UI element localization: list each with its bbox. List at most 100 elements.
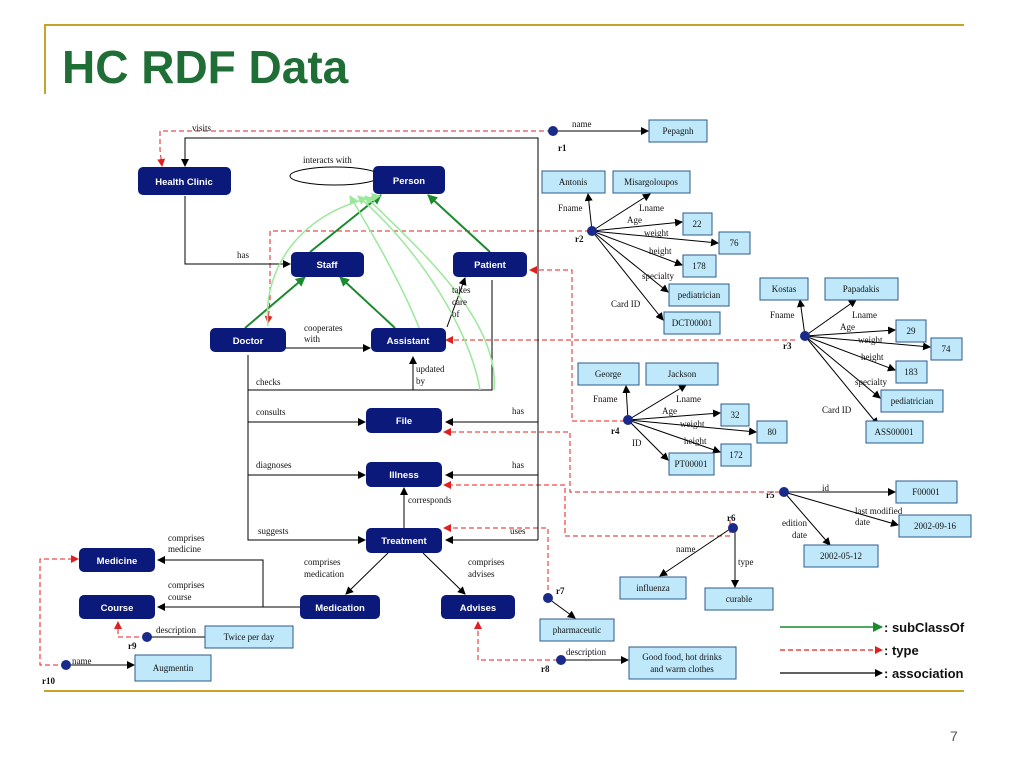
edge-comprises-advises xyxy=(422,552,466,595)
literal-r2-specialty xyxy=(668,283,730,307)
class-doctor[interactable]: Doctor xyxy=(210,328,286,352)
type-edges xyxy=(39,130,795,666)
label-file-has: has xyxy=(512,406,524,416)
svg-text:id: id xyxy=(822,483,830,493)
svg-text:pediatrician: pediatrician xyxy=(678,290,721,300)
literal-r3-age xyxy=(895,319,927,343)
association-edges xyxy=(157,137,539,611)
instance-r2-nodes: r2 Fname Lname Age weight height special… xyxy=(541,170,751,335)
resource-node-r7[interactable] xyxy=(543,593,553,603)
class-nodes: Health Clinic Person Staff Patient Docto… xyxy=(79,166,527,619)
class-file[interactable]: File xyxy=(366,408,442,433)
label-uses: uses xyxy=(510,526,526,536)
type-edge-r7 xyxy=(443,524,549,598)
svg-text:Fname: Fname xyxy=(770,310,795,320)
instance-r3 xyxy=(797,299,931,426)
svg-text:weight: weight xyxy=(858,335,883,345)
svg-text:r7: r7 xyxy=(556,586,565,596)
svg-text:specialty: specialty xyxy=(855,377,887,387)
literal-r4-age xyxy=(720,403,750,427)
edge-updated-by xyxy=(409,280,493,391)
svg-text:curable: curable xyxy=(726,594,752,604)
literal-r4-fname xyxy=(577,362,640,386)
resource-node-r1[interactable] xyxy=(548,126,558,136)
class-health-clinic[interactable]: Health Clinic xyxy=(138,167,231,195)
svg-text:Card ID: Card ID xyxy=(611,299,641,309)
literal-r5-id xyxy=(895,480,958,504)
svg-text:date: date xyxy=(792,530,807,540)
svg-text:weight: weight xyxy=(680,419,705,429)
svg-text:ASS00001: ASS00001 xyxy=(874,427,913,437)
label-comprises-medicine-1: comprises xyxy=(168,533,205,543)
svg-text:172: 172 xyxy=(729,450,743,460)
edge-labels: visits interacts with has takes care of … xyxy=(168,123,526,602)
svg-text:Good food, hot drinks: Good food, hot drinks xyxy=(642,652,722,662)
svg-text:edition: edition xyxy=(782,518,807,528)
svg-text:r2: r2 xyxy=(575,234,584,244)
svg-text:specialty: specialty xyxy=(642,271,674,281)
class-person[interactable]: Person xyxy=(373,166,445,194)
resource-node-r9[interactable] xyxy=(142,632,152,642)
svg-text:weight: weight xyxy=(644,228,669,238)
svg-text:32: 32 xyxy=(731,410,740,420)
svg-text:Treatment: Treatment xyxy=(381,536,427,547)
svg-text:Illness: Illness xyxy=(389,470,419,481)
literal-r4-height xyxy=(720,443,752,467)
svg-text:r1: r1 xyxy=(558,143,567,153)
class-patient[interactable]: Patient xyxy=(453,252,527,277)
class-advises[interactable]: Advises xyxy=(441,595,515,619)
instance-r2 xyxy=(584,193,719,321)
svg-text:2002-05-12: 2002-05-12 xyxy=(820,551,862,561)
class-medication[interactable]: Medication xyxy=(300,595,380,619)
class-assistant[interactable]: Assistant xyxy=(371,328,446,352)
literal-r4-weight xyxy=(756,420,788,444)
resource-node-r6[interactable] xyxy=(728,523,738,533)
resource-node-r10[interactable] xyxy=(61,660,71,670)
edge-has xyxy=(184,196,291,268)
type-edge-r10 xyxy=(39,555,79,666)
resource-node-r5[interactable] xyxy=(779,487,789,497)
svg-text:Misargoloupos: Misargoloupos xyxy=(624,177,678,187)
label-illness-has: has xyxy=(512,460,524,470)
resource-node-r8[interactable] xyxy=(556,655,566,665)
legend-subclass: : subClassOf xyxy=(780,620,965,635)
svg-text:name: name xyxy=(572,119,592,129)
literal-r2-weight xyxy=(718,231,751,255)
instance-r9: r9 description Twice per day xyxy=(128,625,294,651)
instance-r1: r1 name Pepagnh xyxy=(548,119,708,153)
svg-text:date: date xyxy=(855,517,870,527)
edge-consults xyxy=(247,390,366,426)
svg-text:description: description xyxy=(156,625,196,635)
svg-text:ID: ID xyxy=(632,438,642,448)
literal-r3-fname xyxy=(759,277,809,301)
resource-node-r2[interactable] xyxy=(587,226,597,236)
svg-text:description: description xyxy=(566,647,606,657)
svg-text:178: 178 xyxy=(692,261,706,271)
type-edge-r9 xyxy=(114,621,147,638)
resource-node-r4[interactable] xyxy=(623,415,633,425)
resource-node-r3[interactable] xyxy=(800,331,810,341)
svg-text:F00001: F00001 xyxy=(912,487,940,497)
svg-text:Antonis: Antonis xyxy=(559,177,588,187)
label-of: of xyxy=(452,309,460,319)
svg-text:Augmentin: Augmentin xyxy=(153,663,194,673)
instance-r6 xyxy=(659,528,739,588)
instance-r3-nodes: r3 Fname Lname Age weight height special… xyxy=(759,277,963,444)
svg-text:: association: : association xyxy=(884,666,964,681)
label-has: has xyxy=(237,250,249,260)
literal-r10-name xyxy=(134,654,212,682)
class-illness[interactable]: Illness xyxy=(366,462,442,487)
literal-r3-specialty xyxy=(880,389,944,413)
instance-r8: r8 description Good food, hot drinks and… xyxy=(541,646,737,680)
literal-r7-value xyxy=(539,618,615,642)
label-comprises-medication-2: medication xyxy=(304,569,344,579)
class-course[interactable]: Course xyxy=(79,595,155,619)
type-edge-r2 xyxy=(264,230,590,324)
literal-r4-lname xyxy=(645,362,719,386)
literal-r4-id xyxy=(668,452,715,476)
class-medicine[interactable]: Medicine xyxy=(79,548,155,572)
svg-text:r10: r10 xyxy=(42,676,55,686)
svg-text:Fname: Fname xyxy=(558,203,583,213)
class-staff[interactable]: Staff xyxy=(291,252,364,277)
class-treatment[interactable]: Treatment xyxy=(366,528,442,553)
